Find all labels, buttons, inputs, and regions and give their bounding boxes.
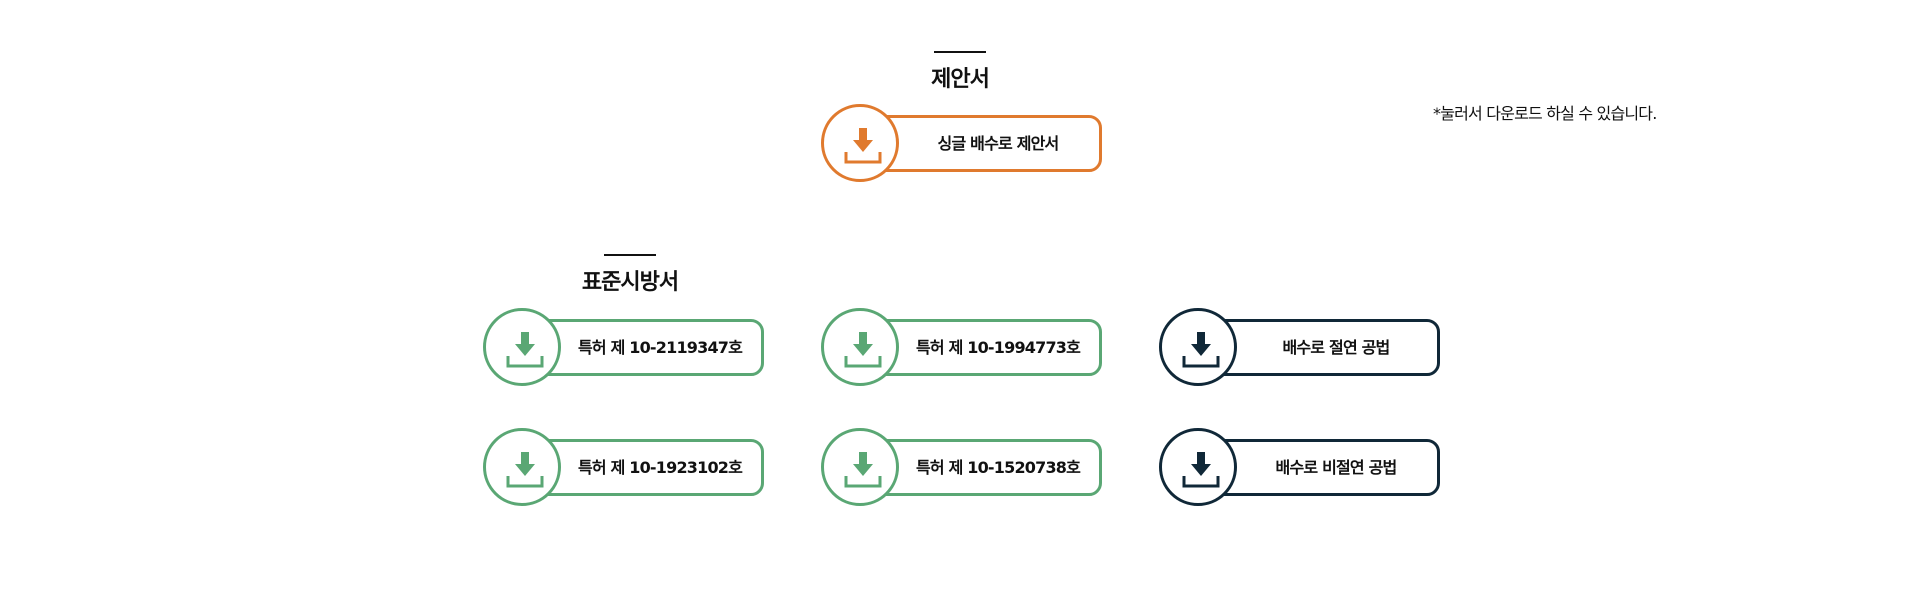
download-button-drain-non-insulated-method[interactable]: 배수로 비절연 공법: [1159, 428, 1440, 506]
download-button-patent-10-1520738[interactable]: 특허 제 10-1520738호: [821, 428, 1102, 506]
download-button-label: 특허 제 10-2119347호: [577, 338, 743, 357]
proposal-section-title: 제안서: [910, 51, 1010, 93]
download-button-label: 배수로 절연 공법: [1282, 338, 1391, 357]
download-button-label: 특허 제 10-1994773호: [915, 338, 1081, 357]
download-button-label: 특허 제 10-1520738호: [915, 458, 1081, 477]
download-icon: [821, 428, 899, 506]
download-button-patent-10-2119347[interactable]: 특허 제 10-2119347호: [483, 308, 764, 386]
spec-title-text: 표준시방서: [581, 270, 679, 295]
download-icon: [821, 308, 899, 386]
download-hint-note: *눌러서 다운로드 하실 수 있습니다.: [1433, 104, 1657, 123]
download-icon: [1159, 308, 1237, 386]
download-button-label: 배수로 비절연 공법: [1275, 458, 1398, 477]
download-icon: [821, 104, 899, 182]
title-divider: [604, 254, 656, 256]
download-icon: [1159, 428, 1237, 506]
download-button-patent-10-1994773[interactable]: 특허 제 10-1994773호: [821, 308, 1102, 386]
download-button-patent-10-1923102[interactable]: 특허 제 10-1923102호: [483, 428, 764, 506]
download-button-label: 싱글 배수로 제안서: [937, 134, 1060, 153]
proposal-title-text: 제안서: [931, 67, 990, 92]
download-button-proposal[interactable]: 싱글 배수로 제안서: [821, 104, 1102, 182]
title-divider: [934, 51, 986, 53]
download-icon: [483, 428, 561, 506]
download-button-label: 특허 제 10-1923102호: [577, 458, 743, 477]
spec-section-title: 표준시방서: [570, 254, 690, 296]
download-icon: [483, 308, 561, 386]
download-button-drain-insulated-method[interactable]: 배수로 절연 공법: [1159, 308, 1440, 386]
